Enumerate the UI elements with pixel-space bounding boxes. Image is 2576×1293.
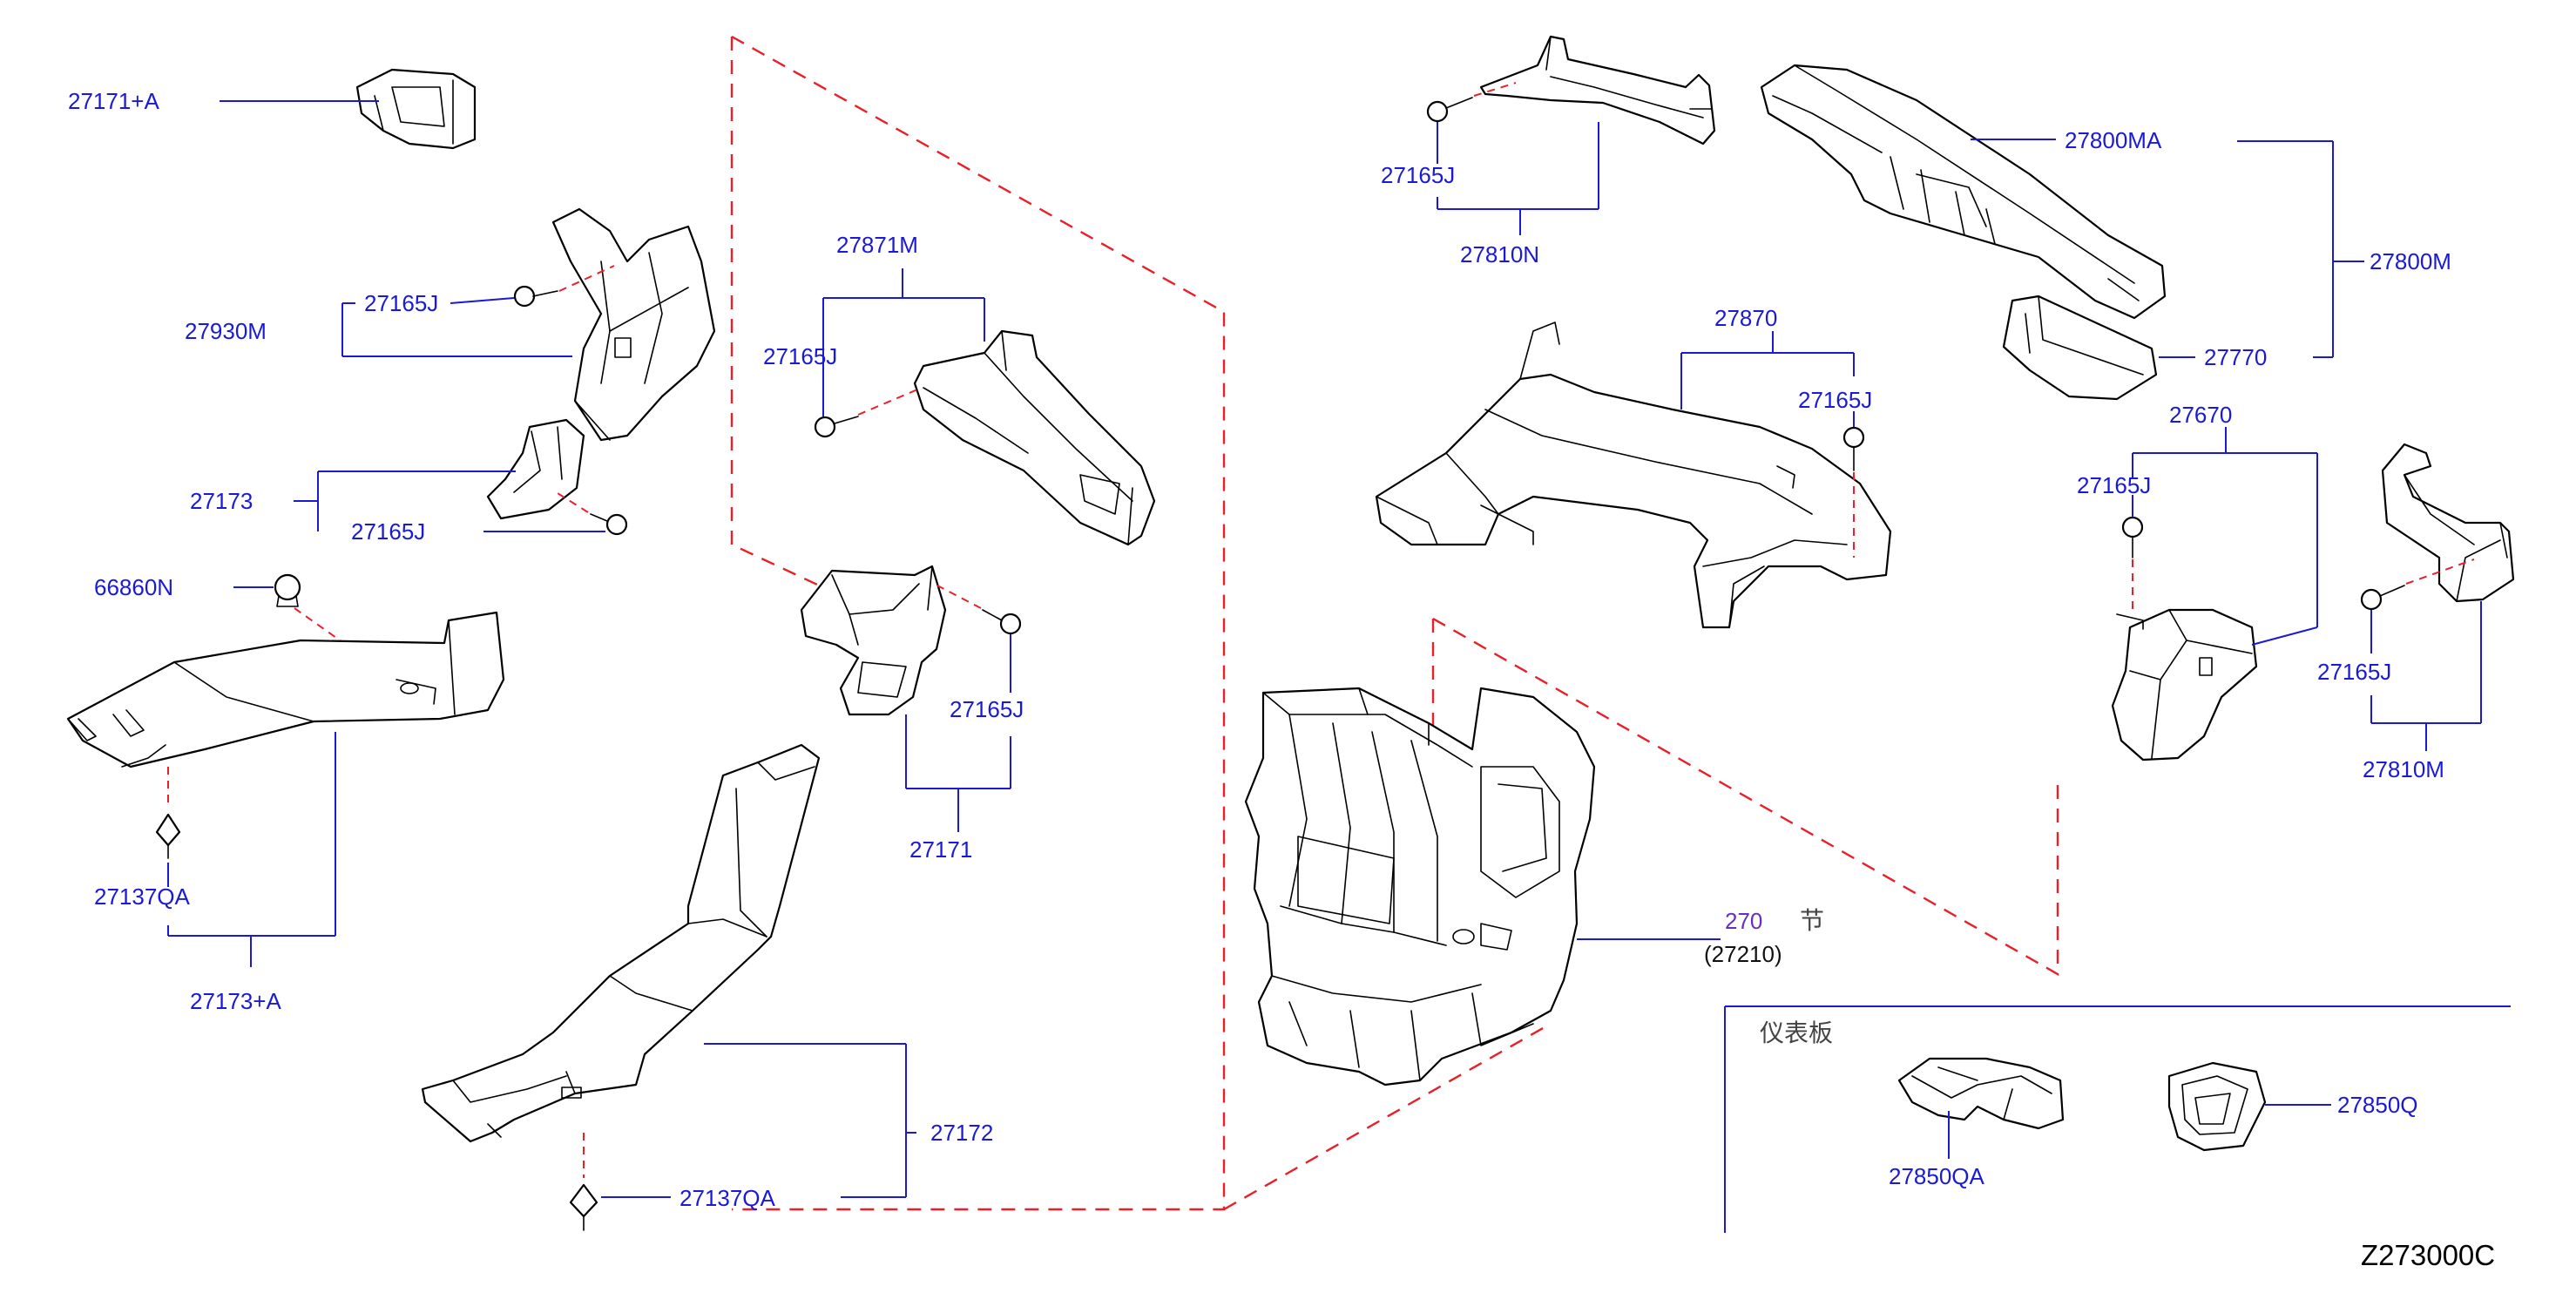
label-27171a[interactable]: 27171+A — [68, 88, 159, 114]
label-27165j-b[interactable]: 27165J — [351, 518, 425, 545]
label-27137qa-b[interactable]: 27137QA — [679, 1185, 776, 1211]
label-270-cjk: 节 — [1800, 906, 1824, 935]
leader-27173a — [167, 732, 336, 967]
label-27810n[interactable]: 27810N — [1460, 241, 1539, 267]
leader-27171 — [905, 634, 1011, 832]
screw-27165j-f — [1842, 426, 1865, 471]
label-27165j-d[interactable]: 27165J — [950, 696, 1024, 722]
part-27810m-drawing — [2381, 443, 2515, 603]
dash-27165j-b — [557, 492, 589, 513]
part-27670-drawing — [2111, 608, 2258, 762]
leader-27810n — [1437, 122, 1599, 235]
label-27165j-h[interactable]: 27165J — [2317, 659, 2391, 685]
label-27171[interactable]: 27171 — [909, 836, 972, 863]
label-27850qa[interactable]: 27850QA — [1889, 1163, 1985, 1189]
part-27870-drawing — [1375, 322, 1892, 629]
part-27930m-drawing — [551, 207, 716, 442]
part-27800ma-drawing — [1760, 64, 2167, 320]
label-27870[interactable]: 27870 — [1714, 305, 1777, 331]
screw-27165j-b — [590, 513, 628, 536]
label-66860n[interactable]: 66860N — [94, 574, 173, 600]
dash-27165j-c — [857, 387, 923, 416]
label-27800m[interactable]: 27800M — [2370, 248, 2451, 274]
label-27165j-g[interactable]: 27165J — [2077, 472, 2151, 498]
part-27810n-drawing — [1479, 35, 1716, 146]
label-27137qa-a[interactable]: 27137QA — [94, 883, 191, 910]
clip-27137qa-b — [569, 1183, 598, 1231]
instrument-panel-inset-frame — [1724, 1005, 2511, 1233]
leader-27810m — [2370, 601, 2482, 751]
leader-27871m — [822, 268, 985, 416]
label-27165j-c[interactable]: 27165J — [763, 343, 837, 369]
part-27173-drawing — [486, 418, 585, 520]
label-27850q[interactable]: 27850Q — [2337, 1092, 2418, 1118]
part-27770-drawing — [2002, 294, 2158, 401]
label-27165j-a[interactable]: 27165J — [364, 290, 438, 316]
label-27210[interactable]: (27210) — [1704, 941, 1782, 967]
dash-27165j-h — [2405, 558, 2475, 585]
screw-27165j-d — [982, 609, 1022, 635]
part-27172-drawing — [421, 743, 821, 1143]
part-27171-drawing — [800, 565, 947, 716]
leader-27870 — [1680, 331, 1855, 427]
screw-27165j-h — [2360, 585, 2405, 611]
screw-27165j-e — [1426, 97, 1473, 123]
dash-27165j-e — [1473, 82, 1517, 97]
part-27850q-drawing — [2167, 1061, 2267, 1152]
diagram-code: Z273000C — [2361, 1239, 2495, 1271]
clip-66860n — [274, 573, 301, 607]
leader-27930m — [341, 297, 572, 357]
label-27770[interactable]: 27770 — [2204, 344, 2267, 370]
screw-27165j-c — [814, 416, 859, 438]
part-27173a-drawing — [66, 611, 505, 768]
part-27850qa-drawing — [1897, 1057, 2065, 1130]
label-27173a[interactable]: 27173+A — [190, 988, 281, 1014]
leader-27670 — [2132, 427, 2318, 646]
label-27173[interactable]: 27173 — [190, 488, 253, 514]
screw-27165j-a — [513, 285, 558, 308]
instrument-panel-title: 仪表板 — [1760, 1019, 1833, 1047]
label-27165j-f[interactable]: 27165J — [1798, 387, 1872, 413]
label-27670[interactable]: 27670 — [2169, 402, 2232, 428]
leader-27800m — [1971, 139, 2364, 358]
label-27172[interactable]: 27172 — [930, 1120, 993, 1146]
screw-27165j-g — [2121, 516, 2144, 558]
label-27810m[interactable]: 27810M — [2363, 756, 2444, 782]
part-270-heater-unit-drawing — [1244, 687, 1596, 1087]
label-27800ma[interactable]: 27800MA — [2065, 127, 2162, 153]
label-27871m[interactable]: 27871M — [836, 232, 918, 258]
clip-27137qa-a — [155, 813, 181, 859]
label-27930m[interactable]: 27930M — [185, 318, 267, 344]
label-27165j-e[interactable]: 27165J — [1381, 162, 1455, 188]
dash-27165j-a — [558, 265, 615, 292]
part-27871m-drawing — [913, 329, 1156, 546]
leader-27173 — [294, 470, 605, 532]
label-270[interactable]: 270 — [1725, 908, 1762, 934]
part-27171a-drawing — [355, 68, 477, 150]
assembly-dashed-frames — [730, 35, 2059, 1211]
leader-27172 — [601, 1043, 916, 1198]
